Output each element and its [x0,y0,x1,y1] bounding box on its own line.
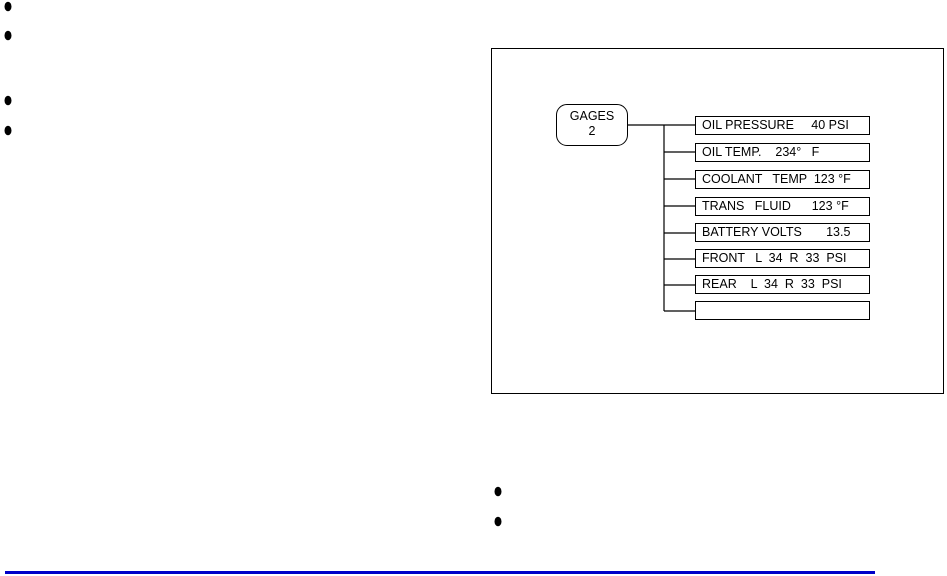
gage-row-trans-fluid: TRANS FLUID 123 °F [695,197,870,216]
gage-row-oil-temp: OIL TEMP. 234° F [695,143,870,162]
bullet-icon [494,516,502,527]
gage-row-battery-volts: BATTERY VOLTS 13.5 [695,223,870,242]
gage-row-rear-tires: REAR L 34 R 33 PSI [695,275,870,294]
page-footer-rule [5,571,875,574]
gage-row-coolant-temp: COOLANT TEMP 123 °F [695,170,870,189]
bullet-icon [4,1,12,12]
gages-box-title: GAGES [569,109,615,123]
gage-row-blank [695,301,870,320]
bullet-icon [4,95,12,106]
gage-row-front-tires: FRONT L 34 R 33 PSI [695,249,870,268]
gages-mode-box: GAGES 2 [556,104,628,146]
bullet-icon [4,30,12,41]
gages-figure-frame [491,48,944,394]
gages-box-number: 2 [588,124,596,138]
gage-row-oil-pressure: OIL PRESSURE 40 PSI [695,116,870,135]
bullet-icon [494,486,502,497]
bullet-icon [4,125,12,136]
